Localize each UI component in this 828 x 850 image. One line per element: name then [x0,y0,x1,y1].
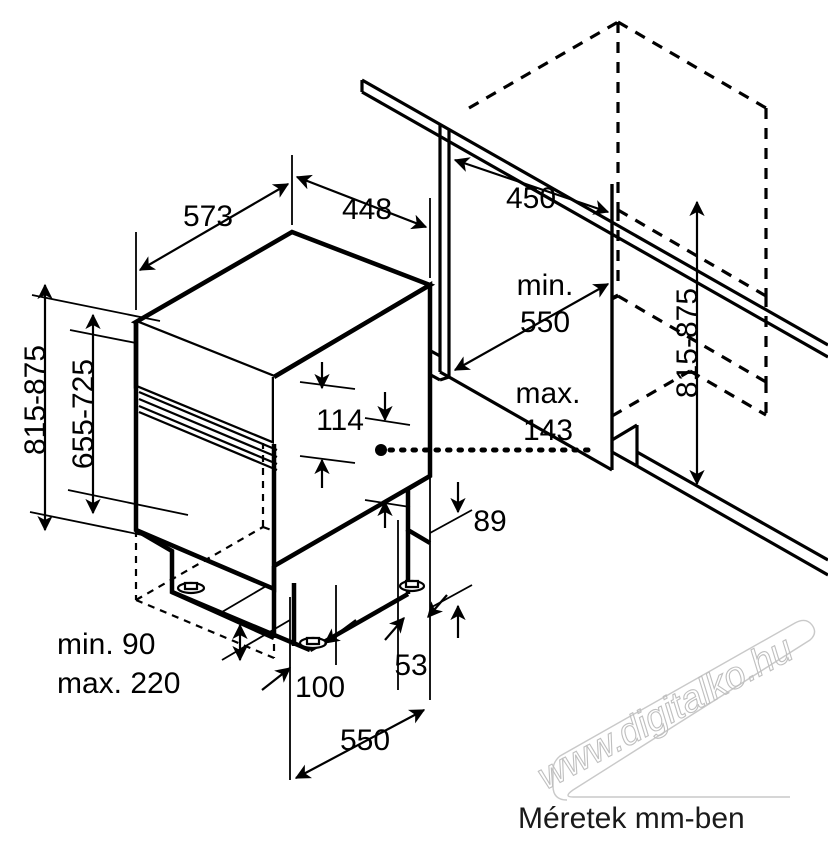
dimension-100: 100 [261,585,357,780]
niche-hidden-outline [468,20,768,418]
dimension-label-448: 448 [342,193,392,226]
dishwasher-body [130,229,436,653]
adjustable-feet [176,579,426,650]
dimension-label-143: 143 [523,414,573,447]
dimension-plinth-range: min. 90 max. 220 [57,584,291,700]
dimension-815-875-left: 815-875 [19,283,53,532]
dimension-label-min: min. [517,269,574,302]
dimension-label-815-875-right: 815-875 [671,288,704,398]
dimension-label-550-niche: 550 [520,306,570,339]
dimension-label-655-725: 655-725 [67,359,100,469]
dimension-114-secondary [364,392,411,528]
dimension-815-875-right: 815-875 [671,200,705,486]
dimension-573: 573 [135,155,293,310]
dimension-550-bottom: 550 [294,709,426,779]
dimension-label-114: 114 [316,404,364,437]
dimension-label-89: 89 [473,505,506,538]
dimension-450: 450 [453,157,610,215]
watermark: www.digitalko.hu [530,619,816,801]
dimension-label-550-bottom: 550 [340,724,390,757]
dimension-89: 89 [429,482,507,638]
dimension-max-143: max. 143 [375,377,595,456]
dimension-448: 448 [295,174,431,278]
dimension-label-max: max. [515,377,580,410]
dimension-label-573: 573 [183,200,233,233]
dimension-min-550: min. 550 [453,269,610,371]
foot-rear-right [398,579,426,593]
dimension-label-max-220: max. 220 [57,667,180,700]
foot-rear-left [176,581,206,595]
dimension-label-53: 53 [394,649,427,682]
foot-front-left [298,636,328,650]
dimension-label-100: 100 [295,671,345,704]
caption-units: Méretek mm-ben [518,802,745,835]
floor-line-right [636,450,828,577]
dimension-655-725: 655-725 [67,313,101,515]
dishwasher-hidden-edges [134,387,276,660]
centre-point-marker [375,444,387,456]
dimension-53: 53 [384,476,448,700]
watermark-text: www.digitalko.hu [531,628,801,798]
cabinet-right-panel [610,184,639,468]
dimension-label-min-90: min. 90 [57,628,155,661]
dimension-114: 114 [299,362,364,488]
dimension-label-815-875-left: 815-875 [19,345,52,455]
dimension-label-450: 450 [506,182,556,215]
